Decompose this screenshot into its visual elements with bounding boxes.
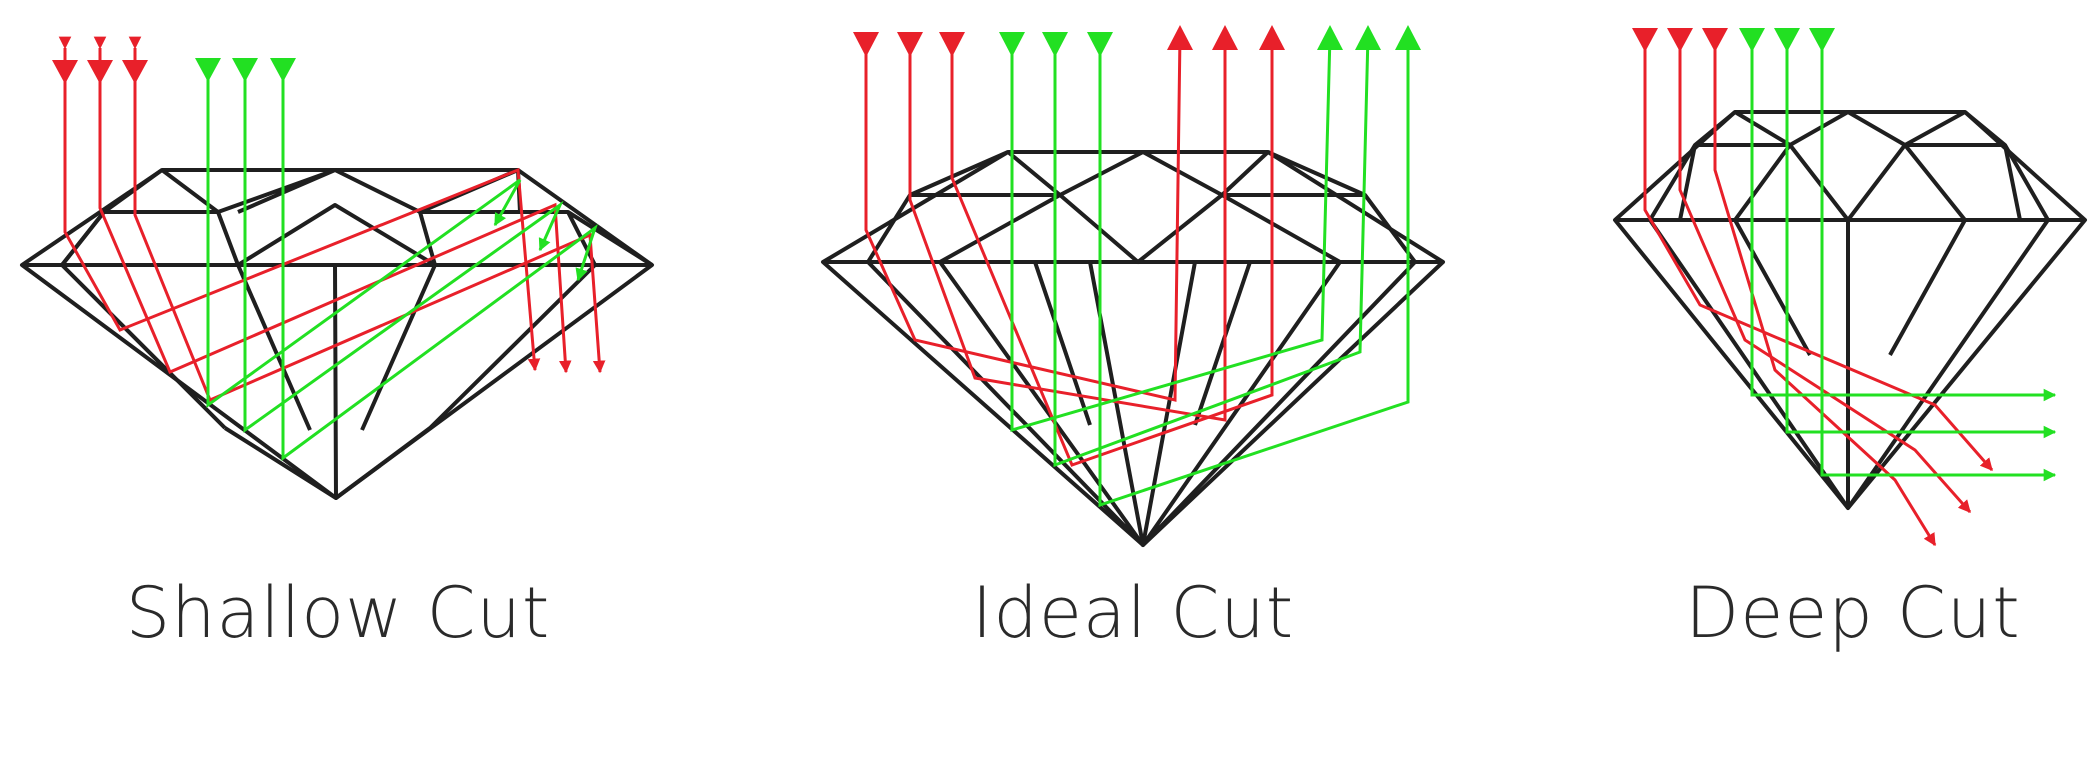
deep-red-rays (1643, 40, 1994, 547)
shallow-diamond-outline (20, 168, 654, 500)
caption-ideal-cut: Ideal Cut (971, 572, 1295, 654)
deep-ray-heads (1632, 28, 1835, 52)
caption-shallow-cut: Shallow Cut (125, 572, 551, 654)
deep-cut-panel (1613, 28, 2087, 547)
ideal-cut-panel (821, 25, 1445, 547)
caption-deep-cut: Deep Cut (1685, 572, 2021, 654)
ideal-green-rays (1010, 34, 1410, 508)
shallow-cut-panel (20, 36, 654, 500)
ideal-ray-heads (853, 25, 1421, 57)
shallow-green-rays (206, 60, 598, 461)
shallow-red-rays (58, 36, 606, 402)
deep-green-rays (1750, 40, 2057, 482)
ideal-diamond-outline (821, 150, 1445, 547)
deep-diamond-outline (1613, 110, 2087, 510)
shallow-ray-heads (52, 58, 296, 84)
ideal-red-rays (864, 34, 1274, 467)
